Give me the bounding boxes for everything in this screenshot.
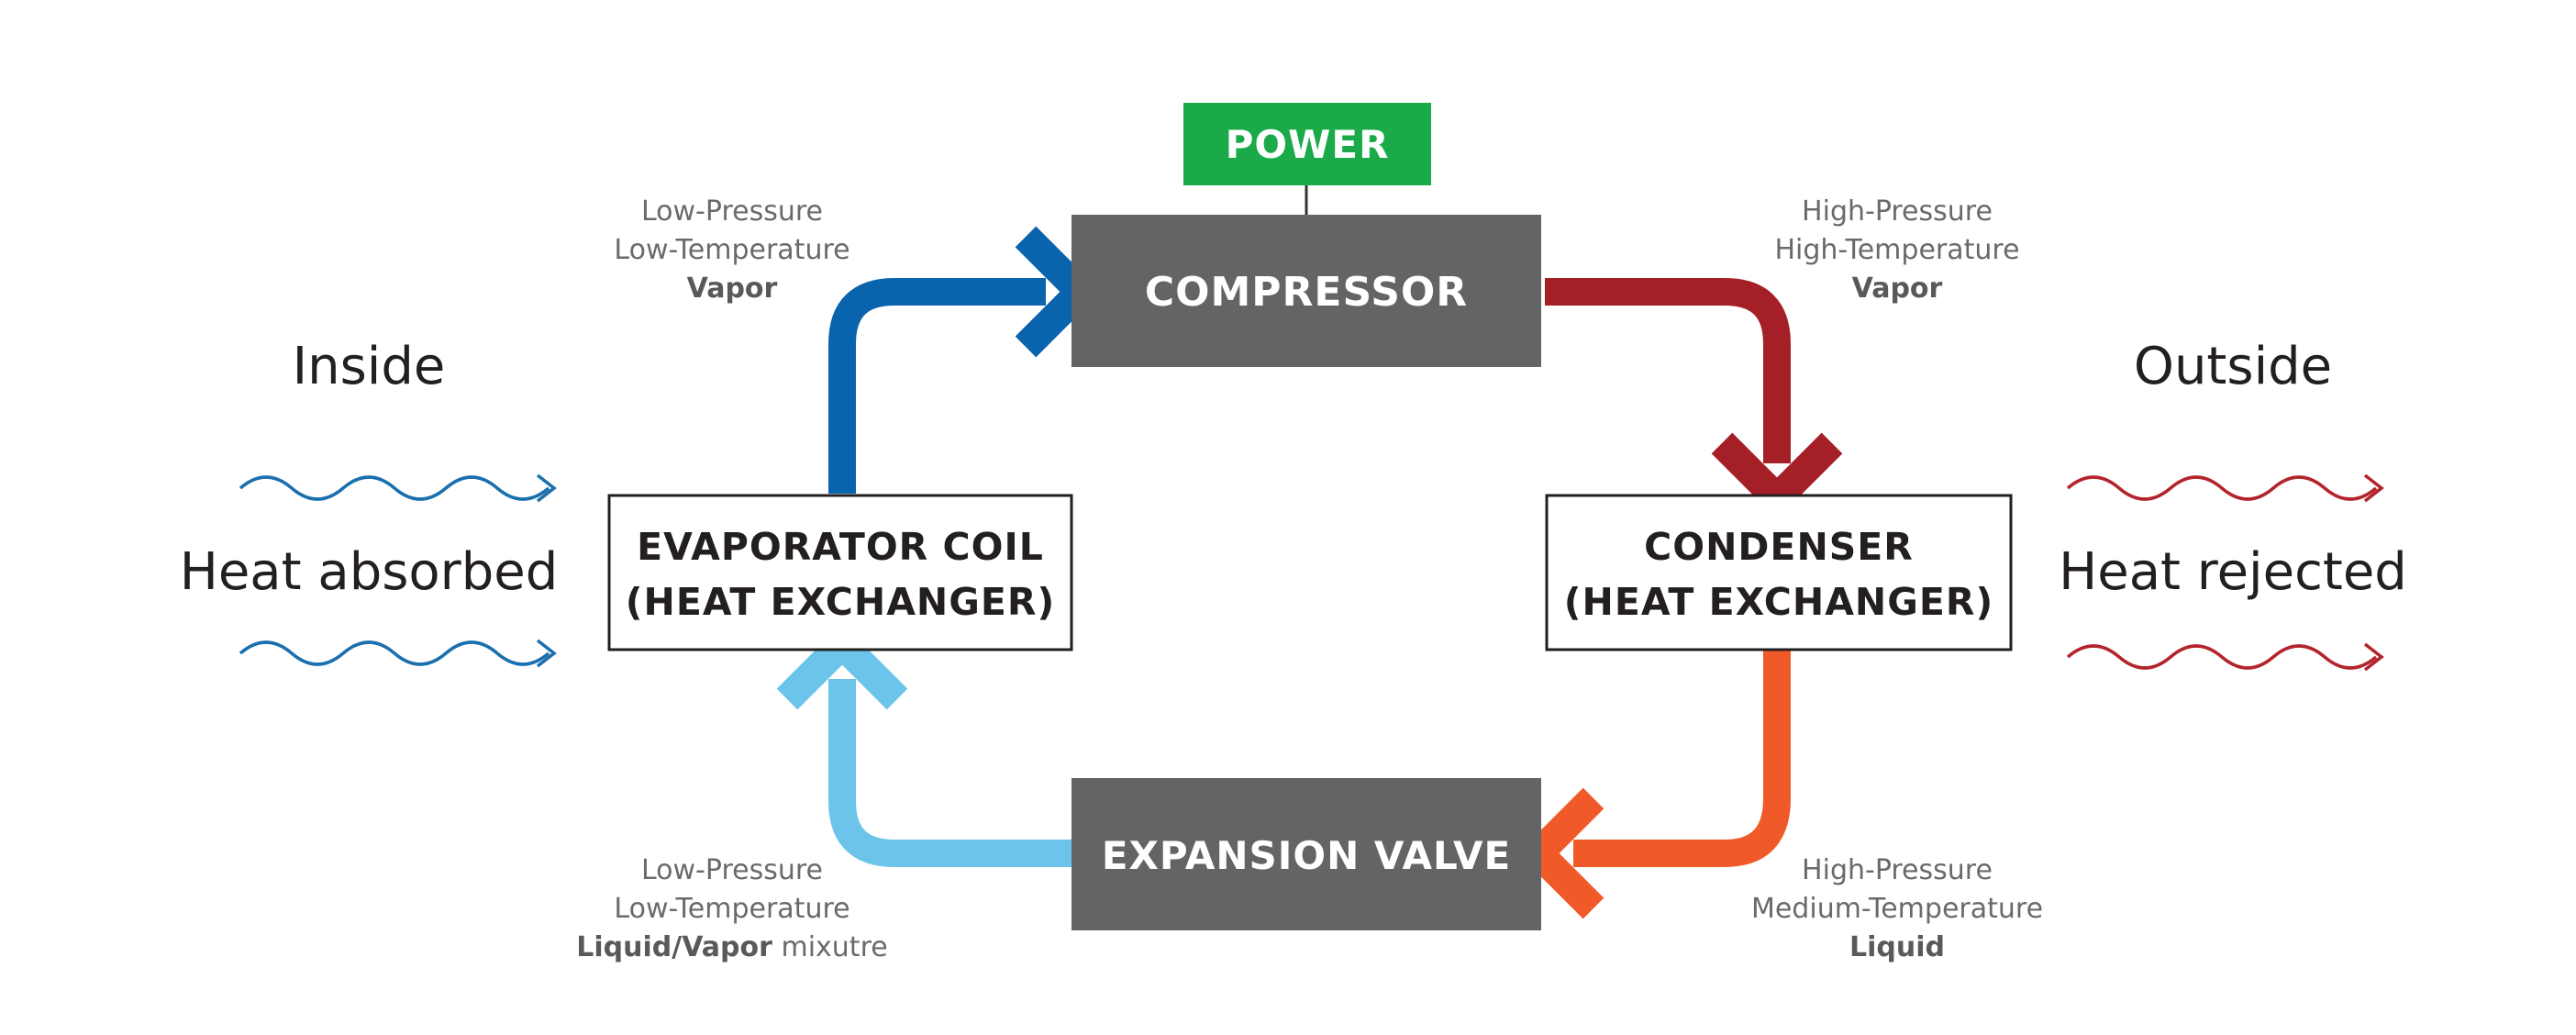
inside-heat-wave-top (239, 473, 557, 503)
wave-line (2066, 475, 2378, 501)
inside-heat-wave-bottom (239, 639, 557, 668)
flow-arrow-evaporator-to-compressor (828, 278, 1046, 494)
outside-caption: Heat rejected (2059, 542, 2407, 602)
state-note-phase-rest: mixutre (772, 931, 888, 963)
inside-caption: Heat absorbed (180, 542, 559, 602)
state-note-phase: Liquid (1849, 931, 1945, 963)
condenser-label-line2: (HEAT EXCHANGER) (1564, 580, 1993, 624)
inside-title: Inside (293, 337, 446, 396)
compressor-label: COMPRESSOR (1145, 269, 1468, 316)
wave-arrowhead-icon (2363, 473, 2384, 503)
state-note-phase: Vapor (1852, 273, 1943, 305)
wave-arrowhead-icon (2363, 642, 2384, 672)
state-note-condenser-to-valve: High-Pressure Medium-Temperature Liquid (1751, 854, 2043, 963)
evaporator-box (607, 494, 1073, 651)
power-box (1183, 103, 1431, 185)
flow-arrow-valve-to-evaporator (828, 679, 1073, 867)
evaporator-label-line2: (HEAT EXCHANGER) (626, 580, 1055, 624)
expansion-valve-label: EXPANSION VALVE (1102, 833, 1511, 878)
condenser-label-line1: CONDENSER (1644, 525, 1914, 569)
wave-arrowhead-icon (536, 639, 557, 668)
expansion-valve-box (1071, 778, 1541, 930)
wave-line (239, 475, 550, 501)
outside-heat-wave-bottom (2066, 642, 2384, 672)
state-note-line: Low-Temperature (614, 893, 849, 925)
state-note-compressor-to-condenser: High-Pressure High-Temperature Vapor (1774, 195, 2019, 305)
power-label: POWER (1226, 122, 1390, 167)
wave-line (2066, 644, 2378, 670)
compressor-box (1071, 215, 1541, 367)
state-note-phase: Liquid/Vapor (576, 931, 772, 963)
state-note-phase-line: Liquid/Vapor mixutre (576, 931, 887, 963)
state-note-line: High-Pressure (1802, 854, 1993, 886)
condenser-box (1545, 494, 2013, 651)
outside-heat-wave-top (2066, 473, 2384, 503)
state-note-valve-to-evap: Low-Pressure Low-Temperature Liquid/Vapo… (576, 854, 887, 963)
state-note-evap-to-compressor: Low-Pressure Low-Temperature Vapor (614, 195, 849, 305)
state-note-line: High-Temperature (1774, 234, 2019, 266)
wave-line (239, 640, 550, 666)
state-note-line: Low-Pressure (641, 195, 823, 228)
wave-arrowhead-icon (536, 473, 557, 503)
outside-title: Outside (2134, 337, 2332, 396)
state-note-phase: Vapor (687, 273, 778, 305)
state-note-line: High-Pressure (1802, 195, 1993, 228)
flow-arrow-compressor-to-condenser (1545, 278, 1791, 463)
state-note-line: Low-Temperature (614, 234, 849, 266)
evaporator-label-line1: EVAPORATOR COIL (637, 525, 1044, 569)
state-note-line: Low-Pressure (641, 854, 823, 886)
flow-arrow-condenser-to-valve (1573, 649, 1791, 867)
state-note-line: Medium-Temperature (1751, 893, 2043, 925)
